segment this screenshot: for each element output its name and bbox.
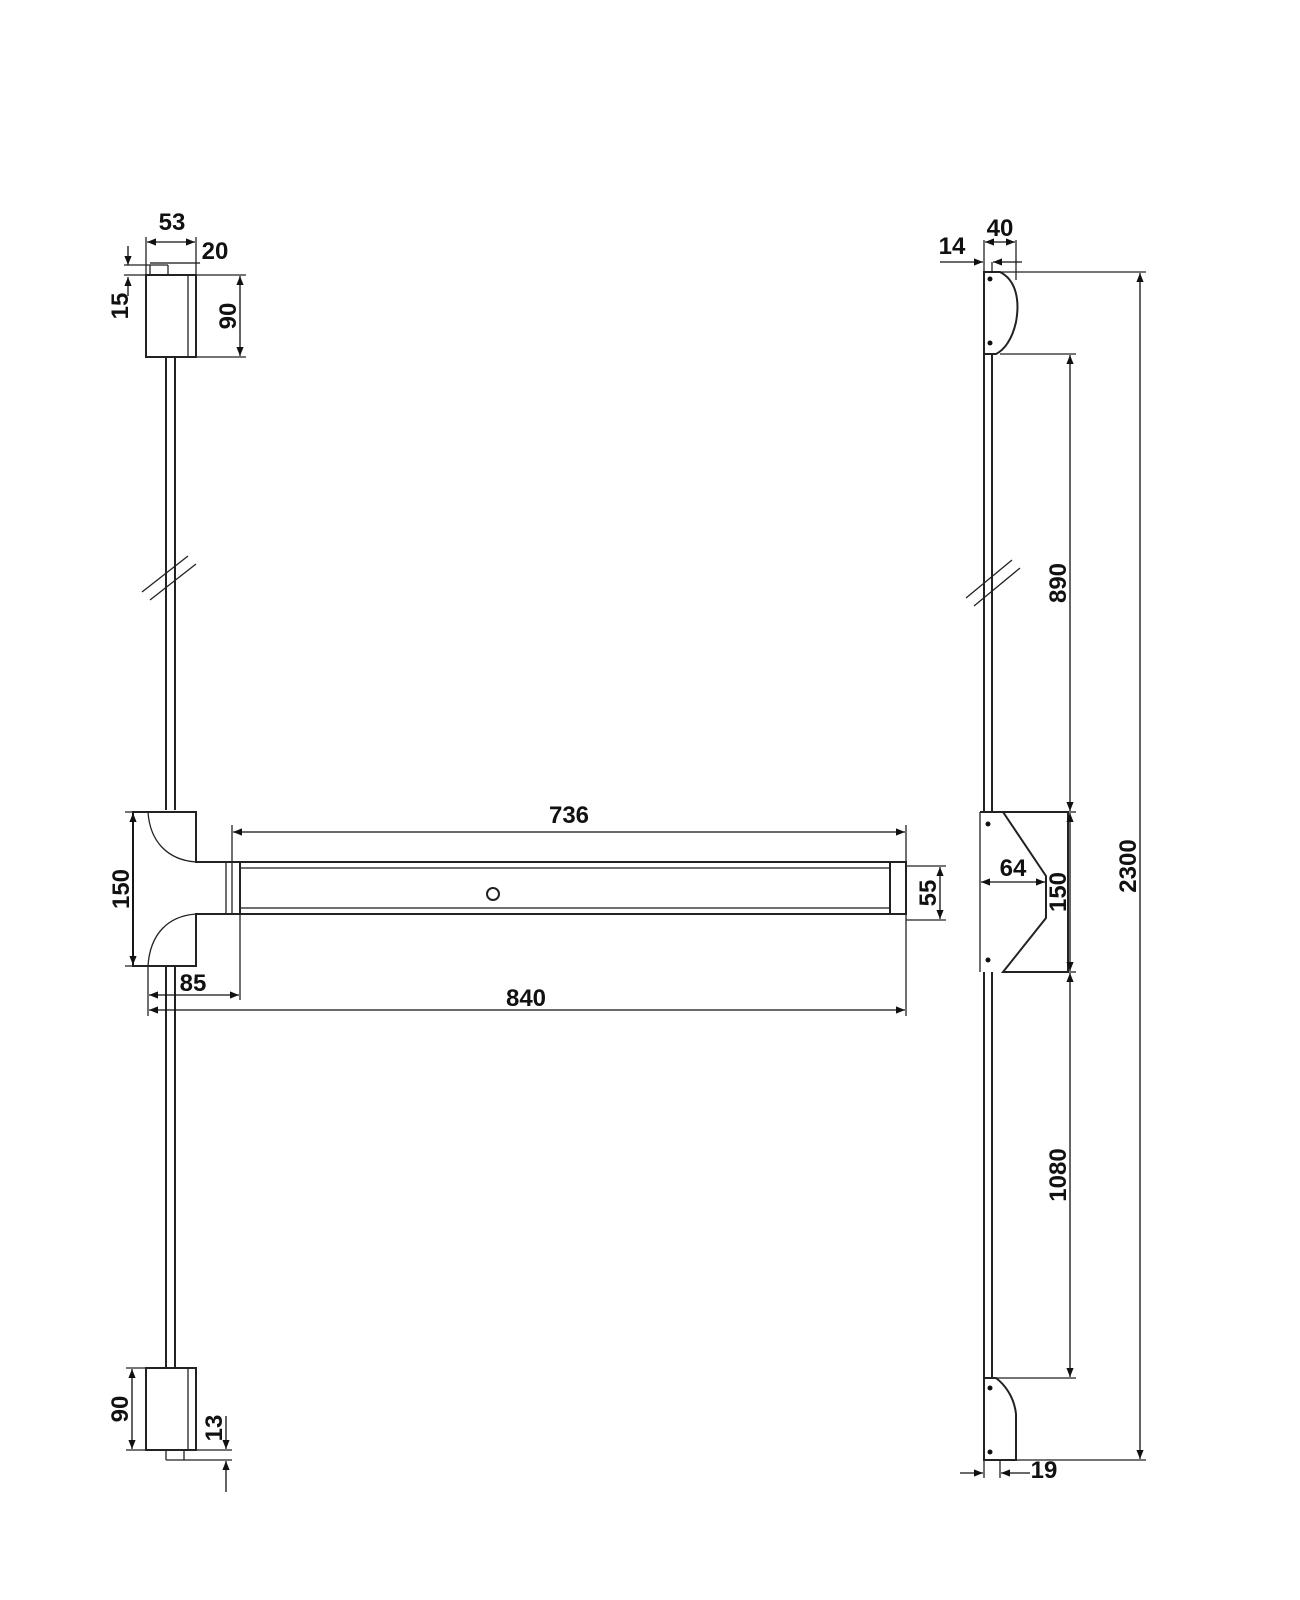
dim-top-height: 90 — [215, 303, 242, 330]
dim-total-height: 2300 — [1115, 839, 1142, 892]
side-bottom-latch — [983, 1377, 1017, 1461]
front-push-bar — [239, 861, 907, 915]
dim-side-head-height: 150 — [1045, 872, 1072, 912]
dim-head-height: 150 — [108, 869, 135, 909]
dim-bar-height: 55 — [915, 880, 942, 907]
dim-top-pin: 20 — [202, 238, 229, 265]
dim-overall-length: 840 — [506, 985, 546, 1012]
dim-bottom-offset: 13 — [201, 1415, 228, 1442]
dim-top-width: 53 — [159, 209, 186, 236]
dim-side-top-depth: 40 — [987, 215, 1014, 242]
dim-bottom-height: 90 — [107, 1396, 134, 1423]
break-mark — [141, 555, 189, 593]
side-top-latch — [983, 262, 1019, 355]
front-dimensions: 53 20 15 90 736 150 — [107, 209, 946, 1492]
dim-side-bottom-offset: 19 — [1031, 1457, 1058, 1484]
bar-screw-hole — [486, 887, 500, 901]
dim-lower-rod: 1080 — [1045, 1148, 1072, 1201]
front-bottom-latch — [145, 1367, 197, 1461]
side-dimensions: 40 14 2300 890 150 64 1080 — [939, 215, 1146, 1484]
dim-top-offset: 15 — [107, 293, 134, 320]
dim-bar-length: 736 — [549, 802, 589, 829]
front-head — [132, 811, 241, 967]
front-rod — [141, 356, 197, 1368]
dim-side-top-offset: 14 — [939, 233, 966, 260]
dim-side-head-depth: 64 — [1000, 855, 1027, 882]
side-rod — [965, 354, 1021, 1378]
break-mark — [965, 559, 1013, 599]
dim-upper-rod: 890 — [1045, 563, 1072, 603]
front-view: 53 20 15 90 736 150 — [107, 209, 946, 1492]
front-top-latch — [145, 264, 197, 358]
side-view: 40 14 2300 890 150 64 1080 — [939, 215, 1146, 1484]
dim-head-width: 85 — [180, 970, 207, 997]
